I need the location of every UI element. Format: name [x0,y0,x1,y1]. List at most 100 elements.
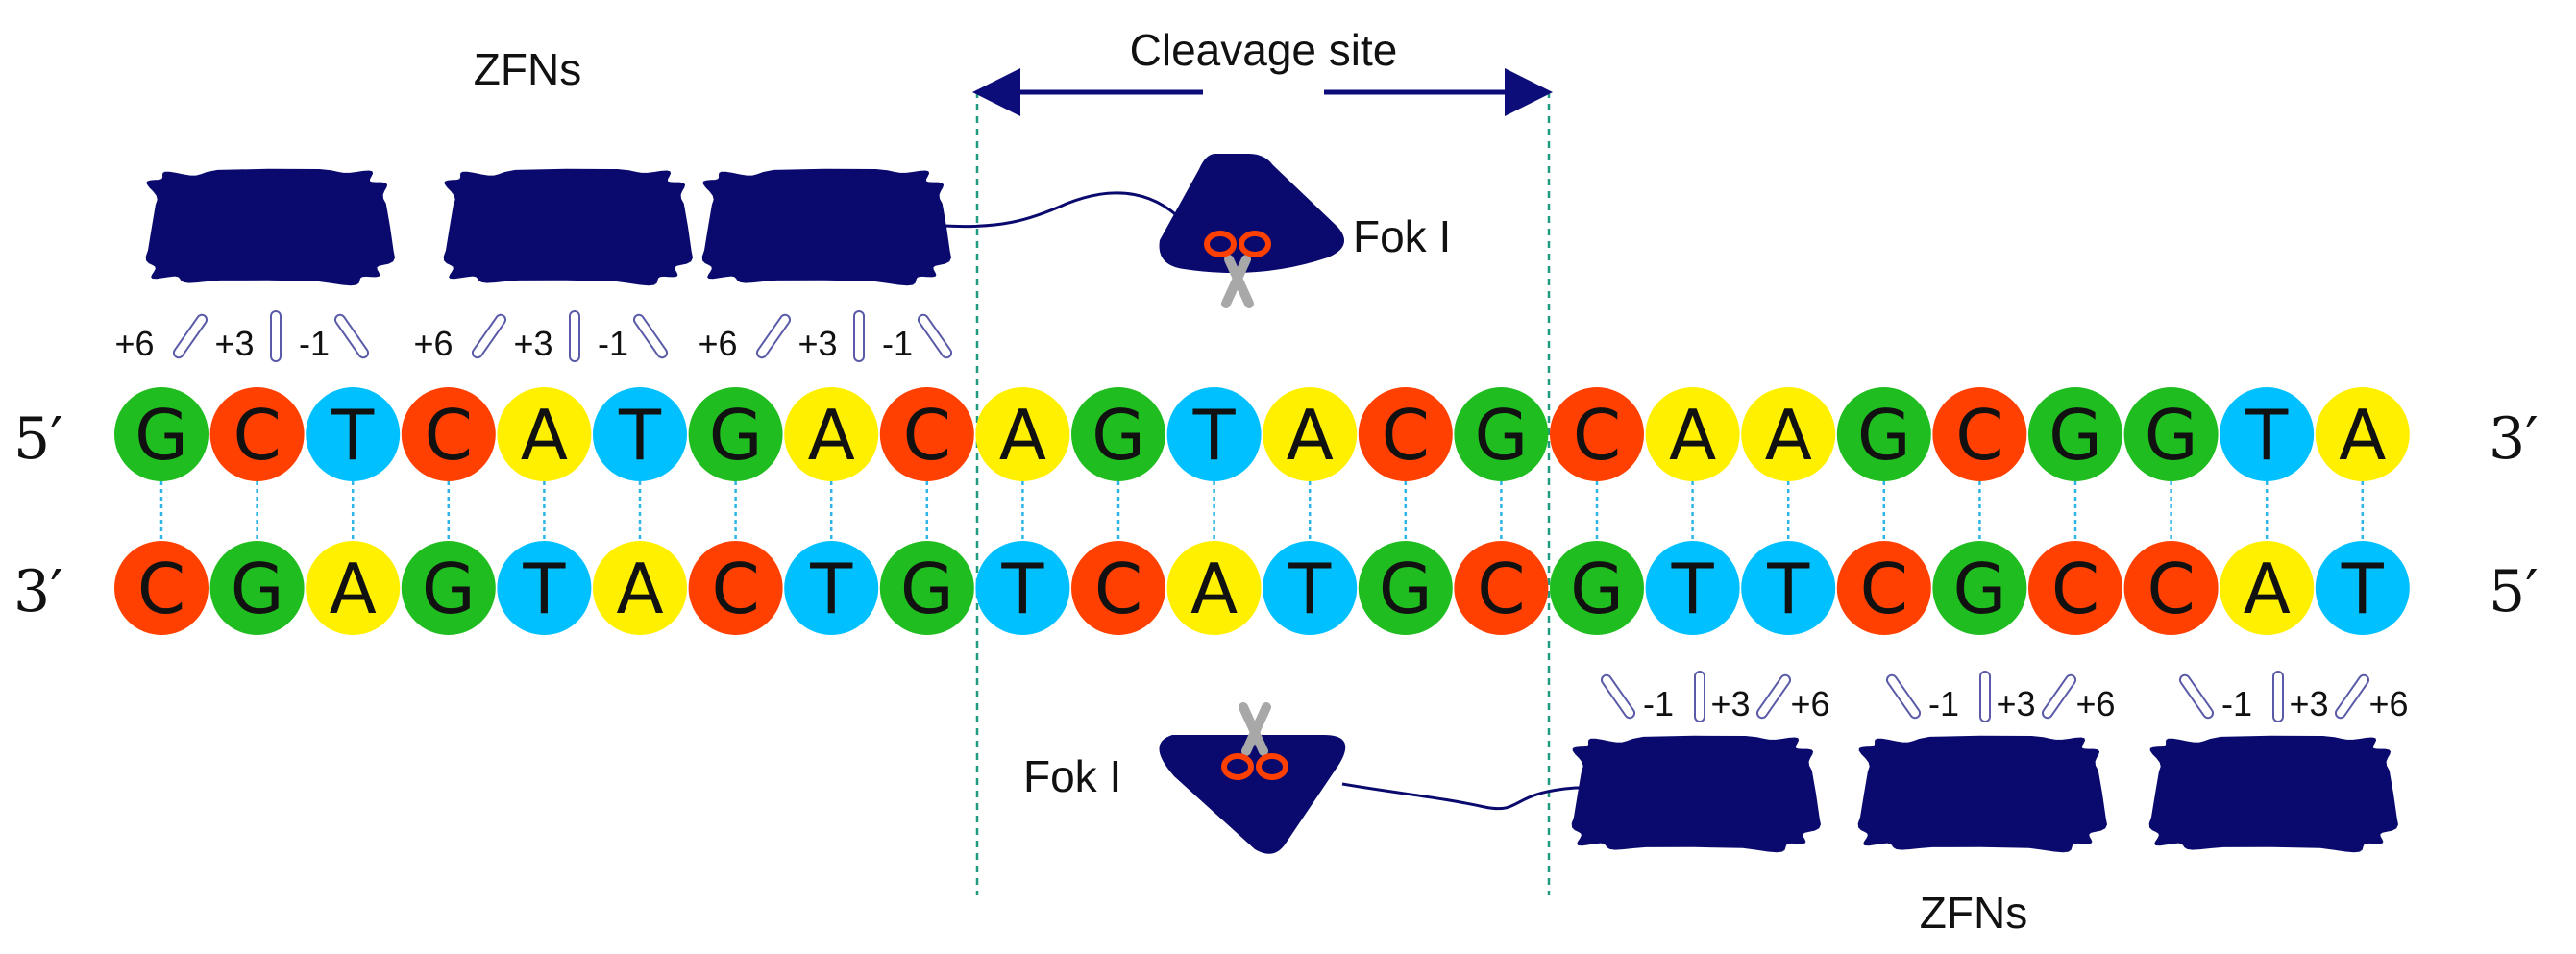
finger-position-label: +6 [2075,684,2115,723]
nucleotide-base: C [1573,395,1621,476]
cleavage-site-label: Cleavage site [1130,25,1398,75]
nucleotide-base: G [2049,395,2102,476]
bottom-strand-3-prime-end: 3′ [13,558,63,625]
contact-bar-icon [2178,673,2215,720]
finger-contact-group-top: +6+3-1 [114,310,370,363]
bottom-nucleotide: T [2315,541,2410,635]
nucleotide-circle [2123,541,2219,635]
contact-bar-icon [755,313,792,359]
fok-i-linker-top [943,191,1191,230]
nucleotide-base: T [2245,395,2289,476]
nucleotide-circle [1166,541,1262,635]
nucleotide-circle [1454,541,1549,635]
fok-i-bottom-label: Fok I [1023,751,1121,801]
zinc-finger-domain-6 [2148,735,2398,853]
nucleotide-circle [688,541,783,635]
nucleotide-circle [1645,541,1740,635]
top-nucleotide: C [401,387,496,481]
top-nucleotide: A [784,387,879,481]
finger-contact-group-bottom: -1+3+6 [1885,671,2116,723]
nucleotide-circle [1836,387,1931,481]
finger-position-label: +3 [1996,684,2035,723]
nucleotide-circle [975,541,1070,635]
finger-position-label: +3 [797,324,837,363]
nucleotide-base: A [616,549,663,629]
nucleotide-circle [879,387,974,481]
contact-bar-icon [172,313,209,359]
nucleotide-base: G [1570,549,1624,629]
top-nucleotide: C [1358,387,1453,481]
zinc-finger-domain-1 [145,168,395,286]
top-nucleotide: G [2028,387,2122,481]
nucleotide-base: T [2341,549,2385,629]
finger-position-label: -1 [882,324,913,363]
nucleotide-base: G [1092,395,1145,476]
nucleotide-base: A [330,549,377,629]
nucleotide-base: A [1287,395,1334,476]
finger-position-label: -1 [299,324,330,363]
bottom-nucleotide: C [114,541,209,635]
bottom-nucleotide: C [2123,541,2219,635]
bottom-nucleotide: G [1358,541,1453,635]
top-nucleotide: A [1645,387,1740,481]
nucleotide-circle [2315,541,2410,635]
bottom-nucleotide: C [2028,541,2122,635]
nucleotide-base: C [903,395,951,476]
finger-position-label: +6 [1790,684,1829,723]
nucleotide-circle [209,387,305,481]
finger-contact-group-top: +6+3-1 [698,310,953,363]
nucleotide-circle [1550,541,1644,635]
fok-i-bottom: Fok I [1023,702,1583,854]
contact-bar-icon [1694,671,1705,722]
nucleotide-circle [593,387,687,481]
nucleotide-circle [1836,541,1931,635]
nucleotide-base: C [1955,395,2003,476]
nucleotide-circle [1741,541,1836,635]
fok-i-bottom-enzyme-icon [1159,735,1346,854]
nucleotide-circle [1550,387,1644,481]
contact-bar-icon [1600,673,1636,720]
contact-bar-icon [853,310,865,362]
nucleotide-circle [401,541,496,635]
nucleotide-base: C [1094,549,1142,629]
bottom-strand-5-prime-end: 5′ [2489,558,2539,625]
fok-i-linker-bottom [1341,782,1583,811]
nucleotide-base: C [2147,549,2195,629]
nucleotide-base: T [1288,549,1332,629]
finger-position-label: +3 [2289,684,2328,723]
nucleotide-base: T [1766,549,1810,629]
nucleotide-base: G [1379,549,1433,629]
nucleotide-base: A [2339,395,2386,476]
nucleotide-base: G [1475,395,1529,476]
finger-contact-group-bottom: -1+3+6 [1600,671,1830,723]
nucleotide-circle [2315,387,2410,481]
nucleotide-base: G [900,549,954,629]
top-strand-3-prime-end: 3′ [2489,405,2539,473]
nucleotide-base: A [1669,395,1716,476]
contact-bar-icon [632,313,669,359]
top-nucleotide: T [593,387,687,481]
nucleotide-base: C [1382,395,1430,476]
nucleotide-circle [1454,387,1549,481]
nucleotide-base: G [1953,549,2007,629]
bottom-nucleotide: A [306,541,401,635]
nucleotide-circle [1071,387,1165,481]
top-nucleotide: G [1836,387,1931,481]
nucleotide-circle [1263,387,1358,481]
bottom-nucleotide: G [401,541,496,635]
nucleotide-base: G [135,395,188,476]
nucleotide-circle [209,541,305,635]
bottom-nucleotide: T [1741,541,1836,635]
top-nucleotide: A [497,387,592,481]
bottom-nucleotide: C [1454,541,1549,635]
top-strand-5-prime-end: 5′ [13,405,63,473]
top-nucleotide: C [1932,387,2027,481]
bottom-nucleotide: G [879,541,974,635]
nucleotide-base: C [233,395,281,476]
bottom-nucleotide: A [1166,541,1262,635]
nucleotide-base: T [618,395,662,476]
finger-position-label: -1 [598,324,628,363]
top-nucleotide: T [2220,387,2315,481]
